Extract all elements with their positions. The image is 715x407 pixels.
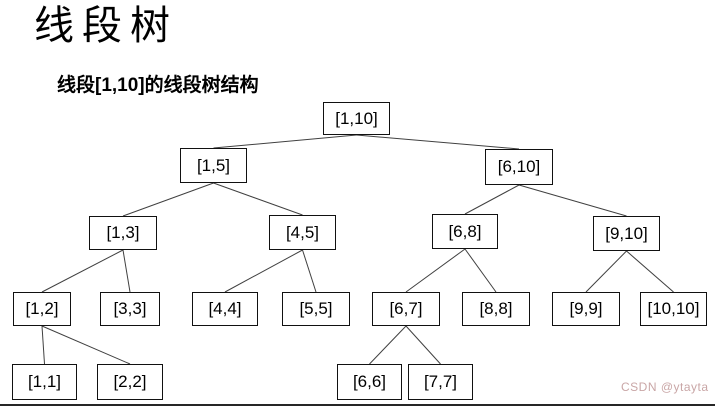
- tree-edge: [41, 325, 45, 365]
- tree-edge: [405, 248, 466, 293]
- tree-node: [3,3]: [100, 292, 160, 326]
- tree-edge: [213, 134, 357, 149]
- tree-edge: [464, 184, 520, 215]
- tree-node: [6,7]: [372, 292, 440, 326]
- bottom-border-line: [0, 404, 715, 406]
- tree-node: [6,6]: [337, 364, 402, 400]
- tree-edge: [585, 250, 627, 293]
- page-title: 线段树: [34, 3, 178, 49]
- tree-edge: [122, 182, 214, 217]
- tree-node: [4,5]: [269, 215, 336, 250]
- tree-node: [1,1]: [12, 364, 77, 400]
- tree-node: [9,9]: [552, 292, 620, 326]
- tree-node: [1,3]: [89, 216, 157, 250]
- tree-node: [1,2]: [13, 292, 71, 326]
- tree-node: [1,5]: [180, 148, 247, 183]
- tree-edge: [41, 249, 124, 293]
- watermark: CSDN @ytayta: [621, 380, 709, 394]
- tree-node: [5,5]: [282, 292, 350, 326]
- tree-edge: [41, 325, 131, 365]
- tree-edge: [464, 248, 497, 293]
- figure-caption: 线段[1,10]的线段树结构: [57, 75, 259, 96]
- tree-edge: [626, 250, 674, 293]
- tree-node: [7,7]: [408, 364, 473, 400]
- tree-node: [1,10]: [323, 102, 390, 135]
- tree-edge: [122, 249, 131, 293]
- tree-node: [6,8]: [432, 214, 498, 249]
- tree-node: [9,10]: [593, 216, 660, 251]
- tree-edge: [405, 325, 441, 365]
- tree-node: [4,4]: [192, 292, 258, 326]
- tree-edge: [224, 249, 303, 293]
- tree-edge: [518, 184, 627, 217]
- tree-node: [10,10]: [640, 292, 707, 326]
- tree-edge: [356, 134, 520, 150]
- tree-edge: [369, 325, 407, 365]
- tree-edge: [213, 182, 303, 216]
- tree-edge: [302, 249, 317, 293]
- tree-node: [6,10]: [485, 149, 553, 185]
- tree-node: [2,2]: [97, 364, 163, 400]
- tree-node: [8,8]: [462, 292, 530, 326]
